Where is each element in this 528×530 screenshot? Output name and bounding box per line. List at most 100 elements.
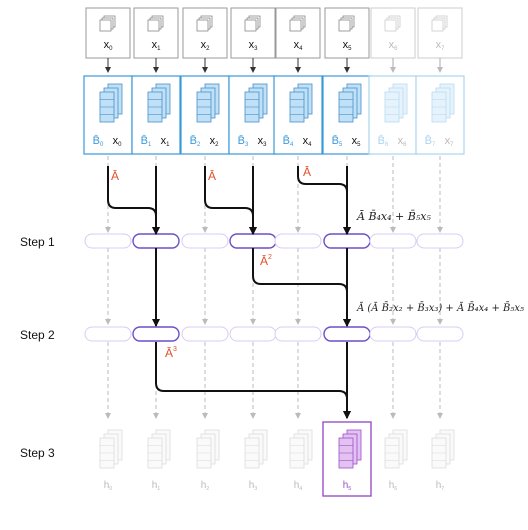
hidden-state-cube-icon [338,429,362,469]
b-cube-icon [431,83,455,123]
input-box-5: x5 [324,7,370,59]
a-bar-label-1: Ā [111,169,119,183]
state-pill-step2-5 [323,326,371,342]
b-bar-label-5: B̄5 [332,134,343,148]
b-box-0: B̄0 x0 [83,75,133,155]
token-icon [384,15,401,32]
output-label-h0: h0 [104,480,113,492]
input-box-1: x1 [133,7,179,59]
b-box-4: B̄4 x4 [273,75,323,155]
hidden-state-cube-icon [147,429,171,469]
input-box-2: x2 [182,7,228,59]
a-bar-label-2: Ā [208,169,216,183]
state-pill-step1-5 [323,233,371,249]
hidden-state-cube-icon [384,429,408,469]
state-pill-step2-7 [416,326,464,342]
input-label-x0: x0 [104,39,114,52]
a-bar-cubed-label: Ā3 [165,346,177,360]
step-2-label: Step 2 [20,328,55,342]
state-pill-step1-2 [181,233,229,249]
state-pill-step2-1 [132,326,180,342]
input-label-x7: x7 [436,39,446,52]
input-box-6: x6 [370,7,416,59]
output-box-5: h5 [322,421,372,497]
token-icon [196,15,213,32]
step-1-label: Step 1 [20,235,55,249]
output-box-3: h3 [244,429,268,492]
b-cube-icon [289,83,313,123]
hidden-state-cube-icon [431,429,455,469]
b-box-5: B̄5 x5 [322,75,372,155]
a-bar-squared-label: Ā2 [260,254,272,268]
input-box-0: x0 [85,7,131,59]
token-icon [338,15,355,32]
state-pill-step1-0 [84,233,132,249]
output-label-h3: h3 [249,480,258,492]
output-label-h5: h5 [343,480,352,492]
hidden-state-cube-icon [244,429,268,469]
b-cube-icon [196,83,220,123]
bx-label-5: x5 [352,135,362,148]
bx-label-2: x2 [210,135,220,148]
input-row: x0 x1 x2 x3 x4 x5 x6 x7 [85,7,463,73]
arrow-step2-x1-to-h5 [155,342,351,419]
b-cube-icon [384,83,408,123]
state-pill-step2-6 [369,326,417,342]
input-label-x6: x6 [389,39,399,52]
state-pill-step2-3 [229,326,277,342]
dashed-connectors [105,156,443,419]
b-bar-label-2: B̄2 [190,134,201,148]
input-label-x2: x2 [201,39,211,52]
b-box-1: B̄1 x1 [131,75,181,155]
a-bar-label-3: Ā [303,165,311,179]
state-pill-step2-2 [181,326,229,342]
scan-arrows [107,166,351,419]
state-pill-step2-4 [274,326,322,342]
input-box-3: x3 [230,7,276,59]
state-pill-step1-3 [229,233,277,249]
b-bar-label-1: B̄1 [141,134,152,148]
bx-label-3: x3 [258,135,268,148]
output-box-1: h1 [147,429,171,492]
bx-label-0: x0 [113,135,123,148]
state-pill-step1-1 [132,233,180,249]
state-pill-step1-6 [369,233,417,249]
b-bar-label-3: B̄3 [238,134,249,148]
b-bar-label-4: B̄4 [283,134,294,148]
bx-label-1: x1 [161,135,171,148]
output-label-h7: h7 [436,480,445,492]
b-bar-label-7: B̄7 [425,134,436,148]
step-3-label: Step 3 [20,446,55,460]
state-pill-step1-4 [274,233,322,249]
input-box-7: x7 [417,7,463,59]
input-box-4: x4 [275,7,321,59]
output-box-6: h6 [384,429,408,492]
b-box-2: B̄2 x2 [180,75,230,155]
hidden-state-cube-icon [196,429,220,469]
b-cube-icon [99,83,123,123]
output-box-4: h4 [289,429,313,492]
input-label-x4: x4 [294,39,304,52]
output-label-h4: h4 [294,480,303,492]
hidden-state-cube-icon [99,429,123,469]
input-label-x1: x1 [152,39,162,52]
token-icon [99,15,116,32]
b-cube-icon [244,83,268,123]
token-icon [147,15,164,32]
token-icon [431,15,448,32]
output-label-h1: h1 [152,480,161,492]
b-bar-label-0: B̄0 [93,134,104,148]
b-cube-icon [338,83,362,123]
hidden-state-cube-icon [289,429,313,469]
bx-label-4: x4 [303,135,313,148]
output-box-7: h7 [431,429,455,492]
bx-label-6: x6 [398,135,408,148]
b-box-3: B̄3 x3 [228,75,278,155]
step-rows [84,233,464,342]
step1-formula: Ā B̄₄x₄ + B̄₅x₅ [356,210,431,223]
